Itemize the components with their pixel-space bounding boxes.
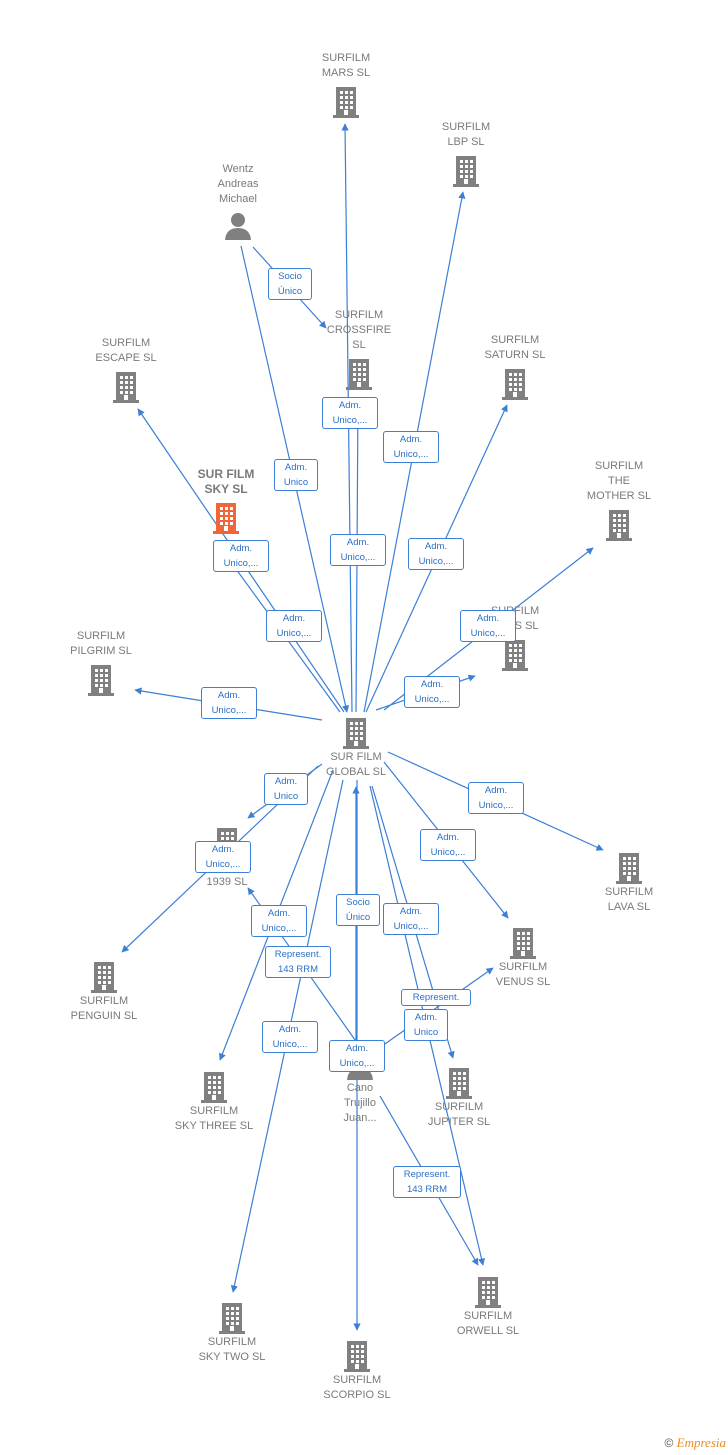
edge-label-global-to-escape[interactable]: Adm. Unico,... xyxy=(213,540,269,572)
edge-label-global-to-penguin[interactable]: Adm. Unico,... xyxy=(195,841,251,873)
node-label: SURFILM ORWELL SL xyxy=(456,1310,520,1337)
node-label: SURFILM PENGUIN SL xyxy=(70,995,138,1022)
edge-label-global-to-boss[interactable]: Adm. Unico,... xyxy=(404,676,460,708)
node-scorpio[interactable]: SURFILM SCORPIO SL xyxy=(297,1339,417,1403)
edge-label-cano-to-global[interactable]: Socio Único xyxy=(336,894,380,926)
node-label: SUR FILM SKY SL xyxy=(197,467,255,496)
empresia-logo: © Empresia xyxy=(664,1435,726,1451)
edge-label-global-to-skytwo[interactable]: Adm. Unico,... xyxy=(262,1021,318,1053)
edge-label-global-to-skythree[interactable]: Adm. Unico,... xyxy=(251,905,307,937)
edge-label-global-to-mother[interactable]: Adm. Unico,... xyxy=(460,610,516,642)
building-icon xyxy=(44,960,164,994)
building-icon xyxy=(66,370,186,404)
edge-label-wentz-to-crossfire[interactable]: Socio Único xyxy=(268,268,312,300)
node-label: SURFILM JUPITER SL xyxy=(427,1101,491,1128)
building-icon xyxy=(166,501,286,535)
edge-label-global-to-scorpio[interactable]: Adm. Unico,... xyxy=(329,1040,385,1072)
building-icon xyxy=(569,851,689,885)
node-lava[interactable]: SURFILM LAVA SL xyxy=(569,851,689,915)
edge-label-wentz-to-global[interactable]: Adm. Unico xyxy=(274,459,318,491)
edge-label-global-to-lava[interactable]: Adm. Unico,... xyxy=(468,782,524,814)
node-label: SURFILM THE MOTHER SL xyxy=(586,460,652,502)
edge-label-global-to-lbp[interactable]: Adm. Unico,... xyxy=(383,431,439,463)
building-icon xyxy=(406,154,526,188)
node-sky[interactable]: SUR FILM SKY SL xyxy=(166,467,286,535)
edge-label-global-to-orwell[interactable]: Adm. Unico xyxy=(404,1009,448,1041)
building-icon xyxy=(463,926,583,960)
edge-label-global-to-sky[interactable]: Adm. Unico,... xyxy=(266,610,322,642)
node-pilgrim[interactable]: SURFILM PILGRIM SL xyxy=(41,629,161,697)
node-label: Wentz Andreas Michael xyxy=(217,163,259,205)
node-label: SUR FILM GLOBAL SL xyxy=(325,751,387,778)
brand-initial: E xyxy=(676,1435,685,1450)
node-penguin[interactable]: SURFILM PENGUIN SL xyxy=(44,960,164,1024)
building-icon xyxy=(172,1301,292,1335)
node-label: SURFILM SKY THREE SL xyxy=(174,1105,254,1132)
node-label: SURFILM LBP SL xyxy=(441,121,491,148)
node-label: SURFILM SCORPIO SL xyxy=(323,1374,391,1401)
edge-label-global-to-crossfire[interactable]: Adm. Unico,... xyxy=(330,534,386,566)
edge-label-global-to-jupiter[interactable]: Adm. Unico,... xyxy=(383,903,439,935)
node-skytwo[interactable]: SURFILM SKY TWO SL xyxy=(172,1301,292,1365)
edge-label-cano-to-s1939[interactable]: Represent. 143 RRM xyxy=(265,946,331,978)
node-escape[interactable]: SURFILM ESCAPE SL xyxy=(66,336,186,404)
edge-cano-to-venus xyxy=(381,967,494,1047)
node-global[interactable]: SUR FILM GLOBAL SL xyxy=(296,716,416,780)
building-icon xyxy=(428,1275,548,1309)
node-crossfire[interactable]: SURFILM CROSSFIRE SL xyxy=(299,308,419,391)
edge-label-global-to-mars[interactable]: Adm. Unico,... xyxy=(322,397,378,429)
node-mother[interactable]: SURFILM THE MOTHER SL xyxy=(559,459,679,542)
node-label: Cano Trujillo Juan... xyxy=(343,1082,377,1124)
building-icon xyxy=(297,1339,417,1373)
edge-label-global-to-s1939[interactable]: Adm. Unico xyxy=(264,773,308,805)
node-label: SURFILM SATURN SL xyxy=(484,334,546,361)
node-label: SURFILM PILGRIM SL xyxy=(70,630,132,657)
building-icon xyxy=(455,367,575,401)
node-orwell[interactable]: SURFILM ORWELL SL xyxy=(428,1275,548,1339)
building-icon xyxy=(41,663,161,697)
node-cano[interactable]: Cano Trujillo Juan... xyxy=(300,1051,420,1126)
edge-label-global-to-saturn[interactable]: Adm. Unico,... xyxy=(408,538,464,570)
building-icon xyxy=(559,508,679,542)
building-icon xyxy=(296,716,416,750)
edge-label-cano-to-orwell[interactable]: Represent. 143 RRM xyxy=(393,1166,461,1198)
building-icon xyxy=(455,638,575,672)
node-label: SURFILM ESCAPE SL xyxy=(95,337,157,364)
node-label: SURFILM VENUS SL xyxy=(495,961,551,988)
edge-label-cano-to-venus[interactable]: Represent. xyxy=(401,989,471,1006)
node-lbp[interactable]: SURFILM LBP SL xyxy=(406,120,526,188)
edge-label-global-to-pilgrim[interactable]: Adm. Unico,... xyxy=(201,687,257,719)
node-skythree[interactable]: SURFILM SKY THREE SL xyxy=(154,1070,274,1134)
node-venus[interactable]: SURFILM VENUS SL xyxy=(463,926,583,990)
building-icon xyxy=(286,85,406,119)
node-label: SURFILM CROSSFIRE SL xyxy=(326,309,392,351)
node-jupiter[interactable]: SURFILM JUPITER SL xyxy=(399,1066,519,1130)
node-label: SURFILM LAVA SL xyxy=(604,886,654,913)
building-icon xyxy=(399,1066,519,1100)
node-label: SURFILM SKY TWO SL xyxy=(198,1336,266,1363)
node-saturn[interactable]: SURFILM SATURN SL xyxy=(455,333,575,401)
node-wentz[interactable]: Wentz Andreas Michael xyxy=(178,162,298,241)
node-label: SURFILM MARS SL xyxy=(321,52,371,79)
copyright-symbol: © xyxy=(664,1436,674,1450)
brand-name: mpresia xyxy=(684,1435,726,1450)
node-mars[interactable]: SURFILM MARS SL xyxy=(286,51,406,119)
building-icon xyxy=(154,1070,274,1104)
building-icon xyxy=(299,357,419,391)
person-icon xyxy=(178,211,298,241)
edge-label-global-to-venus[interactable]: Adm. Unico,... xyxy=(420,829,476,861)
